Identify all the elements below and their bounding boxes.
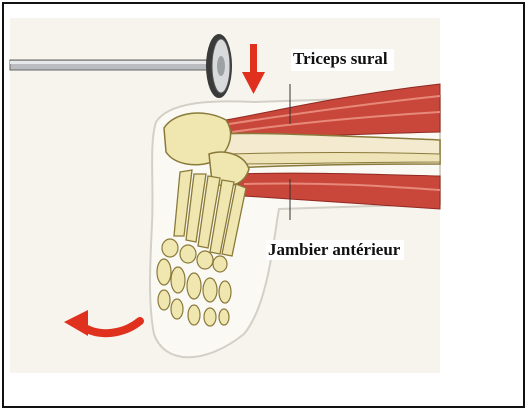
fibula-bone (224, 153, 440, 165)
figure-frame: Triceps sural Jambier antérieur (2, 2, 525, 408)
ankle-reflex-illustration (4, 4, 529, 412)
label-triceps-sural: Triceps sural (291, 49, 394, 71)
label-jambier-anterieur: Jambier antérieur (266, 240, 404, 260)
